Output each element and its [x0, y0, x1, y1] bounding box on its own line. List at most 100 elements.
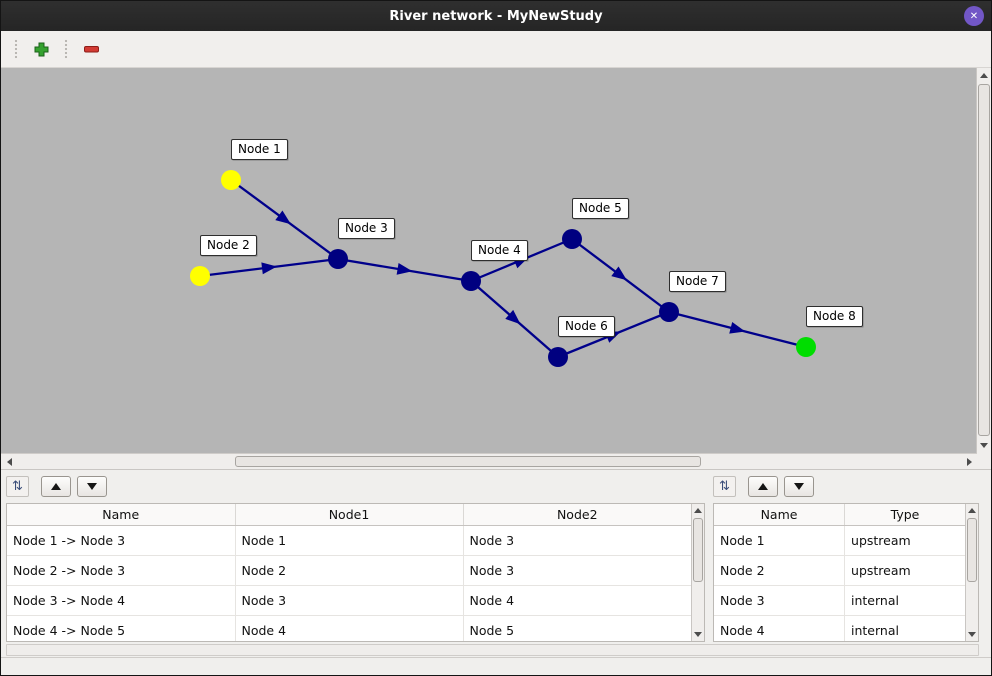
main-toolbar	[1, 31, 991, 68]
node-label-node-6[interactable]: Node 6	[558, 316, 615, 337]
branches-column-header-name[interactable]: Name	[7, 504, 236, 526]
sort-icon: ⇅	[719, 479, 730, 494]
node-label-node-7[interactable]: Node 7	[669, 271, 726, 292]
horizontal-scroll-strip[interactable]	[6, 644, 979, 656]
edge-arrow-icon	[396, 262, 413, 275]
scroll-down-button[interactable]	[977, 438, 991, 453]
down-arrow-icon	[694, 632, 702, 637]
node-node-1[interactable]	[221, 170, 241, 190]
nodes-cell[interactable]: Node 4	[714, 615, 846, 641]
scroll-up-button[interactable]	[977, 68, 991, 83]
edge-arrow-icon	[275, 210, 291, 225]
node-label-node-8[interactable]: Node 8	[806, 306, 863, 327]
branches-table-scrollbar[interactable]	[691, 504, 704, 641]
branches-cell[interactable]: Node 3	[463, 525, 691, 556]
node-node-7[interactable]	[659, 302, 679, 322]
edge-arrow-icon	[729, 321, 746, 334]
nodes-cell[interactable]: upstream	[844, 555, 965, 586]
branches-cell[interactable]: Node 5	[463, 615, 691, 641]
node-label-node-5[interactable]: Node 5	[572, 198, 629, 219]
node-label-node-1[interactable]: Node 1	[231, 139, 288, 160]
nodes-column-header-type[interactable]: Type	[844, 504, 965, 526]
down-arrow-icon	[968, 632, 976, 637]
window-title: River network - MyNewStudy	[389, 8, 603, 24]
branches-move-up-button[interactable]	[41, 476, 71, 497]
branches-cell[interactable]: Node 1 -> Node 3	[7, 525, 236, 556]
node-node-6[interactable]	[548, 347, 568, 367]
down-arrow-icon	[980, 443, 988, 448]
scroll-thumb[interactable]	[967, 518, 977, 583]
down-arrow-icon	[794, 483, 804, 490]
up-arrow-icon	[980, 73, 988, 78]
branches-column-header-node1[interactable]: Node1	[235, 504, 464, 526]
nodes-sort-button[interactable]: ⇅	[713, 476, 736, 497]
nodes-cell[interactable]: Node 2	[714, 555, 846, 586]
node-node-4[interactable]	[461, 271, 481, 291]
branches-cell[interactable]: Node 4	[235, 615, 464, 641]
node-node-2[interactable]	[190, 266, 210, 286]
nodes-column-header-name[interactable]: Name	[714, 504, 846, 526]
canvas-vertical-scrollbar[interactable]	[977, 68, 991, 453]
branches-cell[interactable]: Node 3 -> Node 4	[7, 585, 236, 616]
scroll-down-button[interactable]	[692, 628, 704, 641]
close-icon: ✕	[969, 10, 979, 22]
branches-sort-button[interactable]: ⇅	[6, 476, 29, 497]
up-arrow-icon	[51, 483, 61, 490]
branches-move-down-button[interactable]	[77, 476, 107, 497]
branches-cell[interactable]: Node 4 -> Node 5	[7, 615, 236, 641]
scroll-right-button[interactable]	[961, 454, 977, 469]
close-button[interactable]: ✕	[964, 6, 984, 26]
vertical-scroll-thumb[interactable]	[978, 84, 990, 436]
nodes-cell[interactable]: internal	[844, 615, 965, 641]
scroll-left-button[interactable]	[1, 454, 17, 469]
nodes-move-down-button[interactable]	[784, 476, 814, 497]
horizontal-scroll-thumb[interactable]	[235, 456, 701, 467]
node-node-5[interactable]	[562, 229, 582, 249]
canvas-horizontal-scrollbar[interactable]	[1, 453, 977, 469]
sort-icon: ⇅	[12, 479, 23, 494]
node-label-node-4[interactable]: Node 4	[471, 240, 528, 261]
node-node-8[interactable]	[796, 337, 816, 357]
scroll-down-button[interactable]	[966, 628, 978, 641]
branches-cell[interactable]: Node 2 -> Node 3	[7, 555, 236, 586]
remove-node-button[interactable]	[78, 36, 104, 62]
node-label-node-3[interactable]: Node 3	[338, 218, 395, 239]
scroll-thumb[interactable]	[693, 518, 703, 583]
horizontal-scroll-track	[17, 454, 961, 469]
node-label-node-2[interactable]: Node 2	[200, 235, 257, 256]
node-node-3[interactable]	[328, 249, 348, 269]
nodes-cell[interactable]: Node 3	[714, 585, 846, 616]
title-bar[interactable]: River network - MyNewStudy ✕	[1, 1, 991, 31]
scroll-up-button[interactable]	[692, 504, 704, 517]
branches-toolbar: ⇅	[6, 474, 705, 499]
branches-cell[interactable]: Node 4	[463, 585, 691, 616]
nodes-cell[interactable]: upstream	[844, 525, 965, 556]
network-canvas[interactable]: Node 1 Node 2 Node 3 Node 4 Node 5 Node 6 Node…	[1, 68, 977, 453]
nodes-table-scrollbar[interactable]	[965, 504, 978, 641]
branches-cell[interactable]: Node 1	[235, 525, 464, 556]
nodes-move-up-button[interactable]	[748, 476, 778, 497]
branches-column-header-node2[interactable]: Node2	[463, 504, 691, 526]
branches-cell[interactable]: Node 2	[235, 555, 464, 586]
nodes-cell[interactable]: Node 1	[714, 525, 846, 556]
branches-cell[interactable]: Node 3	[463, 555, 691, 586]
toolbar-grip	[14, 39, 18, 59]
scroll-up-button[interactable]	[966, 504, 978, 517]
add-node-button[interactable]	[28, 36, 54, 62]
branches-cell[interactable]: Node 3	[235, 585, 464, 616]
nodes-cell[interactable]: internal	[844, 585, 965, 616]
vertical-scroll-track	[977, 83, 991, 438]
